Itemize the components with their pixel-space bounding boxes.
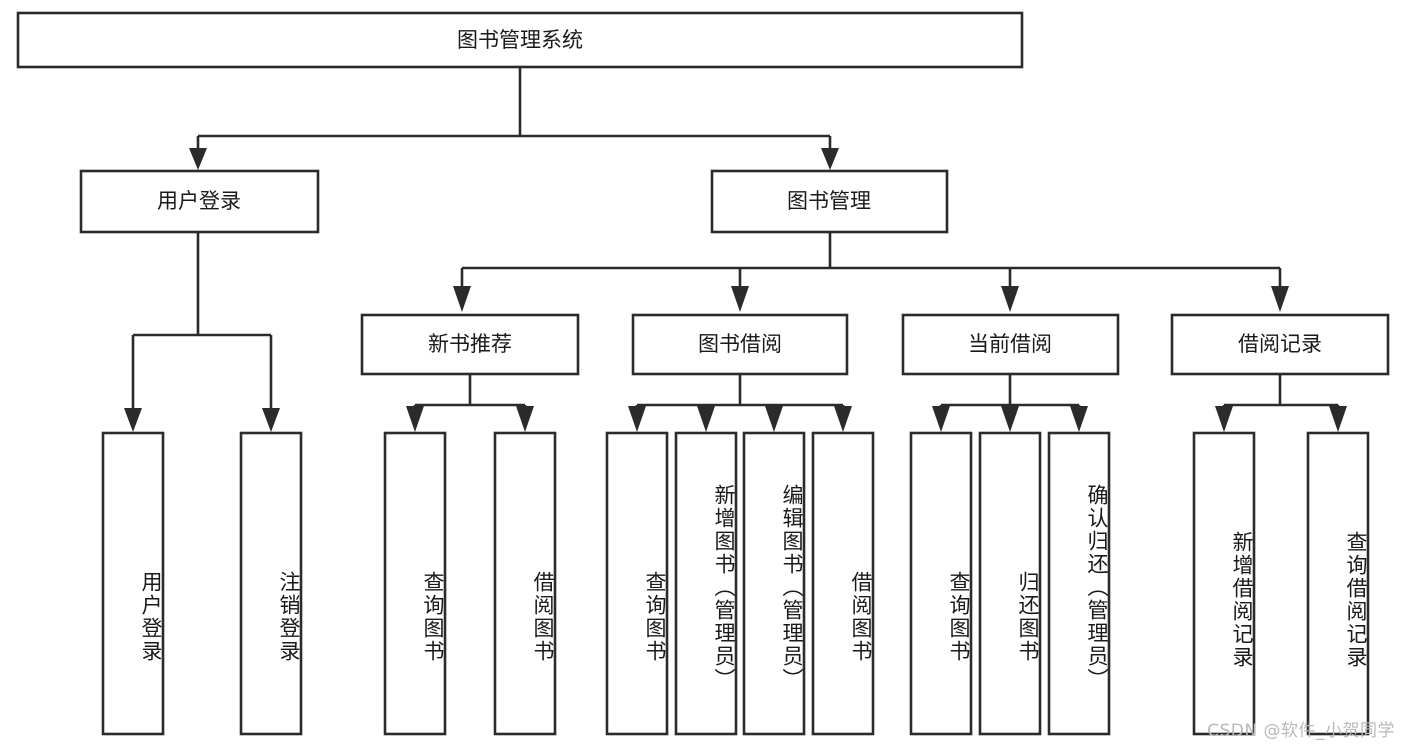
node-new-book-recommend-label: 新书推荐	[428, 332, 512, 356]
arrow-bb-leaf-1	[628, 406, 646, 432]
connector-group-new-book-recommend	[406, 374, 534, 432]
arrow-bb-leaf-3	[765, 406, 783, 432]
node-borrow-record[interactable]: 借阅记录	[1170, 313, 1390, 376]
node-current-borrow[interactable]: 当前借阅	[901, 313, 1120, 376]
connector-group-user-login	[124, 232, 280, 432]
leaf-box-return-book[interactable]	[978, 431, 1042, 736]
leaf-box-add-record[interactable]	[1192, 431, 1256, 736]
arrow-nbr-leaf-1	[406, 406, 424, 432]
node-user-login-label: 用户登录	[157, 189, 241, 213]
arrow-cb-leaf-3	[1070, 406, 1088, 432]
arrow-bb-leaf-2	[697, 406, 715, 432]
leaf-box-query-book-1[interactable]	[383, 431, 447, 736]
arrow-user-login-leaf-2	[262, 408, 280, 432]
arrow-user-login-leaf-1	[124, 408, 142, 432]
arrow-bm-to-current-borrow	[1001, 286, 1019, 312]
arrow-root-to-book-manage	[821, 148, 839, 170]
leaf-box-edit-book[interactable]	[742, 431, 806, 736]
node-user-login[interactable]: 用户登录	[79, 169, 320, 234]
connector-group-book-manage	[453, 232, 1289, 312]
node-current-borrow-box[interactable]	[901, 313, 1120, 376]
connector-group-borrow-record	[1215, 374, 1347, 432]
node-root-box[interactable]	[16, 11, 1024, 69]
node-book-borrow-label: 图书借阅	[698, 332, 782, 356]
node-book-manage-box[interactable]	[710, 169, 949, 234]
node-borrow-record-label: 借阅记录	[1238, 332, 1322, 356]
leaf-box-query-record[interactable]	[1306, 431, 1370, 736]
leaf-box-query-book-2[interactable]	[605, 431, 669, 736]
node-new-book-recommend-box[interactable]	[360, 313, 580, 376]
leaf-box-group	[101, 431, 1370, 736]
leaf-box-user-logout[interactable]	[239, 431, 303, 736]
node-new-book-recommend[interactable]: 新书推荐	[360, 313, 580, 376]
node-borrow-record-box[interactable]	[1170, 313, 1390, 376]
node-user-login-box[interactable]	[79, 169, 320, 234]
leaf-box-user-login[interactable]	[101, 431, 165, 736]
connector-group-root	[189, 67, 839, 170]
leaf-box-confirm-return[interactable]	[1047, 431, 1111, 736]
leaf-box-add-book[interactable]	[674, 431, 738, 736]
arrow-br-leaf-2	[1329, 406, 1347, 432]
arrow-br-leaf-1	[1215, 406, 1233, 432]
node-book-manage[interactable]: 图书管理	[710, 169, 949, 234]
leaf-box-borrow-book-1[interactable]	[493, 431, 557, 736]
csdn-watermark: CSDN @软件_小贺同学	[1207, 721, 1395, 741]
arrow-bm-to-new-book-recommend	[453, 286, 471, 312]
node-book-borrow-box[interactable]	[631, 313, 849, 376]
leaf-box-borrow-book-2[interactable]	[811, 431, 875, 736]
arrow-nbr-leaf-2	[516, 406, 534, 432]
arrow-bm-to-borrow-record	[1271, 286, 1289, 312]
arrow-bb-leaf-4	[834, 406, 852, 432]
node-book-manage-label: 图书管理	[787, 189, 871, 213]
node-current-borrow-label: 当前借阅	[968, 332, 1052, 356]
node-book-borrow[interactable]: 图书借阅	[631, 313, 849, 376]
arrow-cb-leaf-1	[932, 406, 950, 432]
node-root-label: 图书管理系统	[457, 28, 583, 52]
leaf-box-query-book-3[interactable]	[909, 431, 973, 736]
connector-group-current-borrow	[932, 374, 1088, 432]
arrow-root-to-user-login	[189, 148, 207, 170]
connector-group-book-borrow	[628, 374, 852, 432]
arrow-cb-leaf-2	[1001, 406, 1019, 432]
arrow-bm-to-book-borrow	[731, 286, 749, 312]
node-root[interactable]: 图书管理系统	[16, 11, 1024, 69]
